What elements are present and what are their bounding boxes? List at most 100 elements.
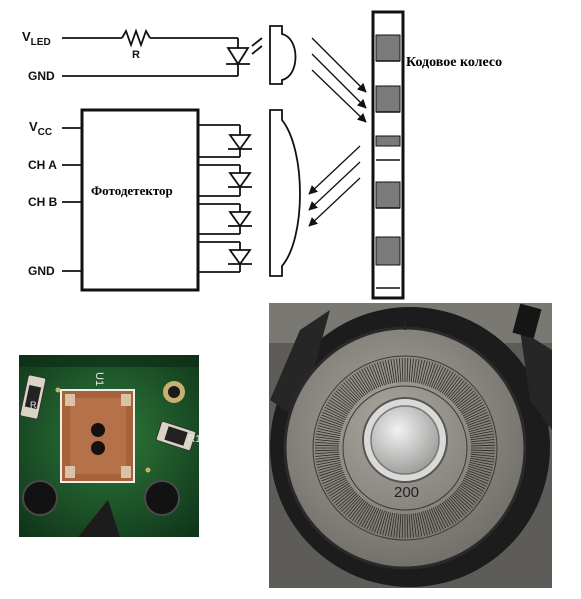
disc-tick [315,441,340,445]
gnd-top-label: GND [28,69,55,83]
photodiode-1 [228,134,252,151]
disc-tick [356,503,370,525]
disc-tick [322,411,345,423]
disc-number: 200 [394,484,419,501]
disc-tick [398,358,402,383]
disc-tick [349,499,365,520]
disc-tick [358,504,372,526]
disc-tick [371,364,382,387]
disc-tick [425,362,434,386]
disc-tick [368,365,380,388]
disc-tick [327,401,349,415]
disc-tick [374,509,384,533]
disc-tick [341,384,359,402]
disc-tick [408,358,412,383]
disc-tick [320,469,344,479]
disc-tick [371,509,382,532]
disc-tick [449,382,467,401]
detector-lens [269,109,301,277]
disc-tick [461,401,483,415]
disc-tick [366,366,378,389]
ic-pins [62,127,82,272]
disc-tick [461,481,483,495]
disc-tick [363,506,376,529]
disc-photo: 200 [269,303,552,588]
disc-tick [452,492,471,510]
disc-tick [349,376,365,397]
disc-tick [387,512,394,537]
disc-tick [459,484,480,499]
disc-tick [446,378,463,398]
disc-tick [423,511,431,535]
disc-tick [323,475,346,487]
disc-tick [331,394,352,410]
disc-tick [376,362,385,386]
disc-tick [464,475,487,487]
led-lens [269,25,297,85]
disc-tick [466,471,489,482]
disc-tick [328,399,350,413]
disc-tick [366,507,378,530]
disc-tick [455,489,475,506]
disc-tick [351,501,367,522]
disc-tick [321,471,344,482]
disc-tick [455,390,475,407]
disc-tick [393,358,398,383]
disc-tick [421,360,428,385]
disc-tick [462,404,485,417]
disc-tick [337,491,356,508]
disc-tick [320,417,344,427]
disc-tick [452,386,471,404]
disc-tick [469,427,493,434]
disc-tick [470,451,495,455]
disc-tick [379,361,387,385]
disc-tick [347,498,364,518]
disc-tick [319,468,343,477]
photodetector-ic [80,108,200,292]
code-wheel-slots [375,34,401,266]
disc-tick [406,513,409,538]
ch-b-label: CH B [28,195,58,209]
disc-tick [333,392,354,408]
disc-tick [345,497,362,516]
led-circuit [62,28,263,77]
disc-tick [339,386,358,404]
disc-tick [315,439,340,443]
disc-tick [323,409,346,421]
disc-tick [436,505,449,528]
disc-tick [434,506,447,529]
disc-tick [460,483,482,497]
disc-tick [321,414,344,425]
disc-tick [446,498,463,518]
disc-tick-marks [315,358,495,538]
disc-tick [408,513,412,538]
disc-tick [430,365,442,388]
light-arrows [308,37,367,227]
disc-tick [470,455,495,460]
photodetector-label: Фотодетектор [91,183,173,198]
disc-tick [454,491,473,508]
disc-tick [387,359,394,384]
disc-tick [462,479,485,492]
disc-tick [315,455,340,460]
disc-tick [361,505,374,528]
disc-tick [363,367,376,390]
disc-tick [398,513,402,538]
disc-tick [470,436,495,441]
disc-tick [324,477,347,490]
resistor-label: R [132,49,140,61]
disc-tick [317,427,341,434]
disc-tick [419,512,426,536]
disc-tick [317,464,342,471]
disc-tick [434,367,447,390]
disc-tick [460,399,482,413]
disc-tick [347,378,364,398]
disc-tick [459,397,480,412]
disc-tick [468,464,493,471]
pcb-photo: U1 R1 R [19,355,201,537]
disc-tick [456,488,477,504]
disc-tick [419,360,426,384]
disc-tick [316,430,341,437]
disc-tick [396,358,400,383]
disc-tick [438,370,452,392]
